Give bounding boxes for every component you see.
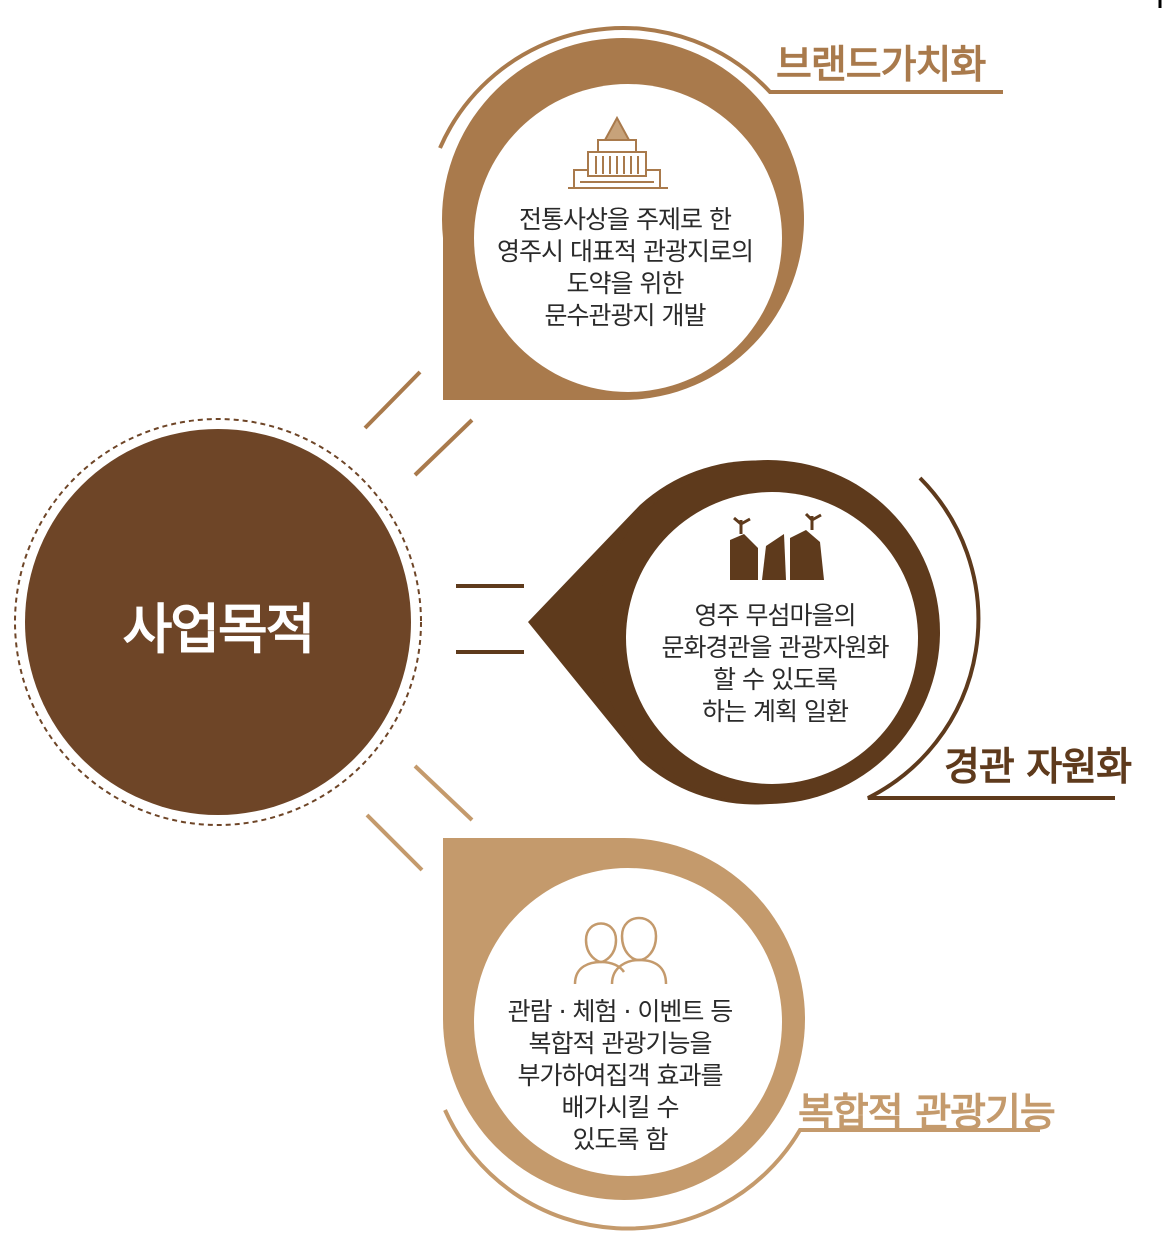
connector-lines (363, 370, 524, 872)
desc-landscape: 영주 무섬마을의 문화경관을 관광자원화 할 수 있도록 하는 계획 일환 (630, 600, 920, 728)
pin-brand (438, 25, 1003, 401)
desc-line: 복합적 관광기능을 (528, 1029, 713, 1058)
desc-line: 부가하여집객 효과를 (517, 1061, 724, 1090)
connector-top-2 (413, 418, 474, 477)
center-title: 사업목적 (122, 598, 316, 661)
desc-line: 관람 · 체험 · 이벤트 등 (507, 997, 734, 1026)
desc-line: 배가시킬 수 (561, 1093, 680, 1122)
desc-line: 영주시 대표적 관광지로의 (497, 237, 754, 266)
label-brand-value: 브랜드가치화 (776, 43, 986, 88)
desc-line: 하는 계획 일환 (702, 697, 849, 726)
pin-tourism (443, 838, 1040, 1231)
desc-line: 전통사상을 주제로 한 (519, 205, 732, 234)
center-circle (25, 429, 411, 815)
desc-line: 도약을 위한 (566, 269, 685, 298)
connector-bottom-2 (365, 813, 424, 872)
center-dashed-ring (14, 418, 422, 826)
people-icon (573, 916, 668, 985)
desc-line: 할 수 있도록 (713, 665, 838, 694)
desc-complex-tourism: 관람 · 체험 · 이벤트 등 복합적 관광기능을 부가하여집객 효과를 배가시… (470, 996, 770, 1156)
cliff-icon (730, 512, 824, 580)
desc-line: 문화경관을 관광자원화 (661, 633, 890, 662)
desc-line: 문수관광지 개발 (544, 301, 707, 330)
desc-line: 있도록 함 (572, 1125, 669, 1154)
label-landscape: 경관 자원화 (944, 745, 1132, 790)
building-icon (568, 115, 668, 189)
pin-landscape (528, 460, 1115, 805)
desc-line: 영주 무섬마을의 (694, 601, 857, 630)
connector-bottom-1 (413, 764, 474, 822)
desc-brand-value: 전통사상을 주제로 한 영주시 대표적 관광지로의 도약을 위한 문수관광지 개… (470, 204, 780, 332)
connector-top-1 (363, 370, 422, 430)
label-complex-tourism: 복합적 관광기능 (798, 1091, 1056, 1136)
